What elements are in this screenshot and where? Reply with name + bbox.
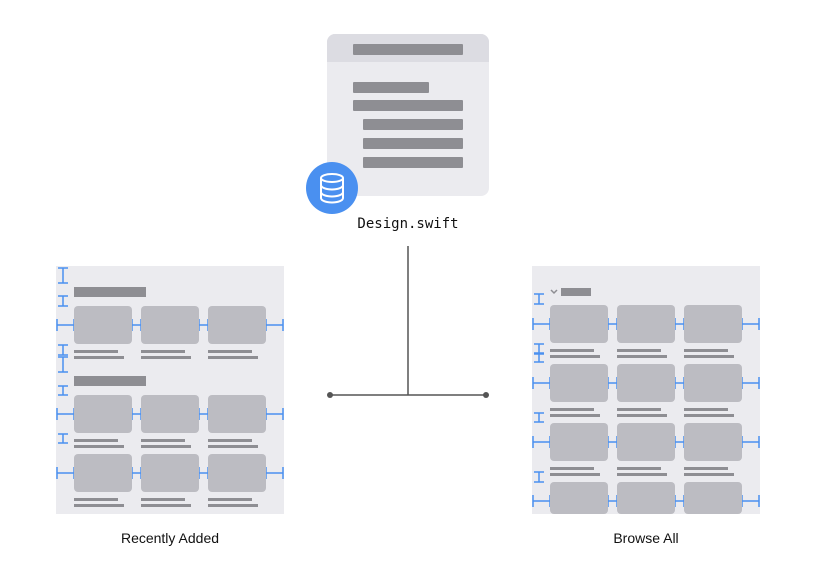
- card-caption-line: [617, 408, 661, 411]
- document-line: [353, 100, 463, 111]
- card-caption-line: [208, 498, 252, 501]
- document-card: [327, 34, 489, 196]
- card-caption-line: [617, 473, 667, 476]
- design-file-node: Design.swift: [306, 34, 489, 232]
- recently-added-caption: Recently Added: [121, 530, 219, 546]
- card-caption-line: [550, 349, 594, 352]
- spacing-guide: [58, 433, 68, 444]
- card-caption-line: [208, 356, 258, 359]
- section-title-bar: [561, 288, 591, 296]
- card-caption-line: [617, 467, 661, 470]
- card-caption-line: [141, 504, 191, 507]
- connector-tree: [330, 246, 486, 396]
- file-name-label: Design.swift: [357, 216, 458, 232]
- card-caption-line: [684, 473, 734, 476]
- grid-card: [617, 305, 675, 343]
- card-caption-line: [550, 467, 594, 470]
- grid-card: [684, 305, 742, 343]
- card-caption-line: [617, 349, 661, 352]
- card-caption-line: [141, 356, 191, 359]
- spacing-guide: [534, 412, 544, 423]
- section-title-bar: [74, 287, 146, 297]
- grid-card: [74, 454, 132, 492]
- card-caption-line: [550, 414, 600, 417]
- card-caption-line: [617, 355, 667, 358]
- chevron-down-icon: [550, 289, 558, 295]
- recently-added-panel: [56, 266, 284, 514]
- card-caption-line: [684, 414, 734, 417]
- grid-card: [617, 482, 675, 514]
- grid-card: [141, 395, 199, 433]
- card-caption-line: [141, 445, 191, 448]
- card-caption-line: [74, 504, 124, 507]
- grid-card: [141, 454, 199, 492]
- grid-card: [208, 306, 266, 344]
- spacing-guide: [534, 471, 544, 483]
- card-caption-line: [684, 349, 728, 352]
- connector-endpoint-right: [483, 392, 489, 398]
- card-caption-line: [74, 498, 118, 501]
- browse-all-panel: [532, 266, 760, 514]
- card-caption-line: [74, 350, 118, 353]
- card-caption-line: [550, 473, 600, 476]
- spacing-guide: [58, 356, 68, 373]
- card-caption-line: [141, 439, 185, 442]
- spacing-guide: [58, 385, 68, 396]
- grid-card: [74, 306, 132, 344]
- spacing-guide: [534, 343, 544, 354]
- section-title-bar: [74, 376, 146, 386]
- document-line: [363, 138, 463, 149]
- spacing-guide: [58, 344, 68, 356]
- document-line: [363, 157, 463, 168]
- grid-card: [684, 482, 742, 514]
- document-line: [363, 119, 463, 130]
- grid-card: [550, 482, 608, 514]
- grid-card: [550, 423, 608, 461]
- grid-card: [684, 423, 742, 461]
- card-caption-line: [684, 355, 734, 358]
- card-caption-line: [74, 439, 118, 442]
- spacing-guide: [534, 353, 544, 363]
- spacing-guide: [58, 267, 68, 284]
- browse-all-caption: Browse All: [613, 530, 678, 546]
- grid-card: [617, 364, 675, 402]
- card-caption-line: [617, 414, 667, 417]
- card-caption-line: [684, 467, 728, 470]
- card-caption-line: [684, 408, 728, 411]
- grid-card: [208, 454, 266, 492]
- grid-card: [684, 364, 742, 402]
- grid-card: [550, 305, 608, 343]
- spacing-guide: [534, 293, 544, 305]
- connector-endpoint-left: [327, 392, 333, 398]
- grid-card: [74, 395, 132, 433]
- spacing-guide: [58, 295, 68, 307]
- grid-card: [550, 364, 608, 402]
- grid-card: [208, 395, 266, 433]
- grid-card: [141, 306, 199, 344]
- card-caption-line: [141, 350, 185, 353]
- card-caption-line: [208, 439, 252, 442]
- document-title-bar: [353, 44, 463, 55]
- grid-card: [617, 423, 675, 461]
- card-caption-line: [550, 408, 594, 411]
- card-caption-line: [141, 498, 185, 501]
- card-caption-line: [74, 356, 124, 359]
- card-caption-line: [208, 504, 258, 507]
- card-caption-line: [550, 355, 600, 358]
- card-caption-line: [74, 445, 124, 448]
- card-caption-line: [208, 350, 252, 353]
- document-line: [353, 82, 429, 93]
- card-caption-line: [208, 445, 258, 448]
- database-icon: [306, 162, 358, 214]
